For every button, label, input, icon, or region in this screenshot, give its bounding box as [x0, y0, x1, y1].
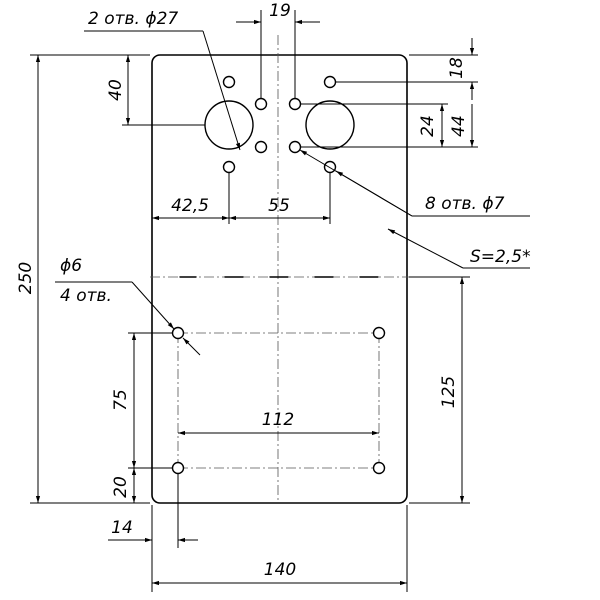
- leader-large-holes: 2 отв. ϕ27: [84, 9, 241, 151]
- svg-text:44: 44: [449, 115, 469, 137]
- svg-text:19: 19: [269, 1, 291, 21]
- svg-text:S=2,5*: S=2,5*: [470, 247, 531, 267]
- svg-text:8 отв. ϕ7: 8 отв. ϕ7: [425, 194, 505, 214]
- svg-text:42,5: 42,5: [171, 196, 209, 216]
- svg-text:18: 18: [447, 57, 467, 79]
- dim-125: 125: [409, 276, 470, 504]
- svg-text:40: 40: [106, 79, 126, 101]
- dim-42-5-55: 42,5 55: [152, 173, 331, 224]
- large-hole-left: [204, 100, 254, 150]
- svg-text:55: 55: [268, 196, 290, 216]
- dim-20: 20: [111, 468, 150, 504]
- dim-14: 14: [108, 474, 198, 548]
- leader-mounting-holes: ϕ6 4 отв.: [55, 256, 201, 356]
- small-holes: [222, 75, 337, 174]
- dim-112: 112: [178, 410, 379, 436]
- dim-75: 75: [111, 332, 172, 469]
- dim-40: 40: [106, 54, 205, 126]
- svg-text:250: 250: [16, 262, 36, 294]
- svg-text:20: 20: [111, 476, 131, 498]
- svg-text:125: 125: [439, 376, 459, 408]
- dim-140: 140: [151, 505, 408, 592]
- plate-outline: [151, 54, 408, 504]
- large-hole-right: [305, 100, 355, 150]
- dim-250: 250: [16, 54, 150, 504]
- svg-text:75: 75: [111, 389, 131, 411]
- leader-thickness: S=2,5*: [387, 228, 531, 269]
- leader-small-holes: 8 отв. ϕ7: [299, 149, 530, 217]
- svg-text:140: 140: [264, 560, 296, 580]
- svg-text:14: 14: [111, 518, 133, 538]
- svg-text:ϕ6: ϕ6: [60, 256, 82, 276]
- svg-text:2 отв. ϕ27: 2 отв. ϕ27: [88, 9, 178, 29]
- dim-19: 19: [236, 1, 320, 98]
- svg-text:24: 24: [418, 115, 438, 137]
- mounting-holes: [171, 326, 386, 475]
- svg-text:112: 112: [262, 410, 294, 430]
- svg-text:4 отв.: 4 отв.: [60, 286, 112, 306]
- center-lines: [150, 35, 410, 500]
- dim-18-24-44: 18 24 44: [301, 38, 478, 148]
